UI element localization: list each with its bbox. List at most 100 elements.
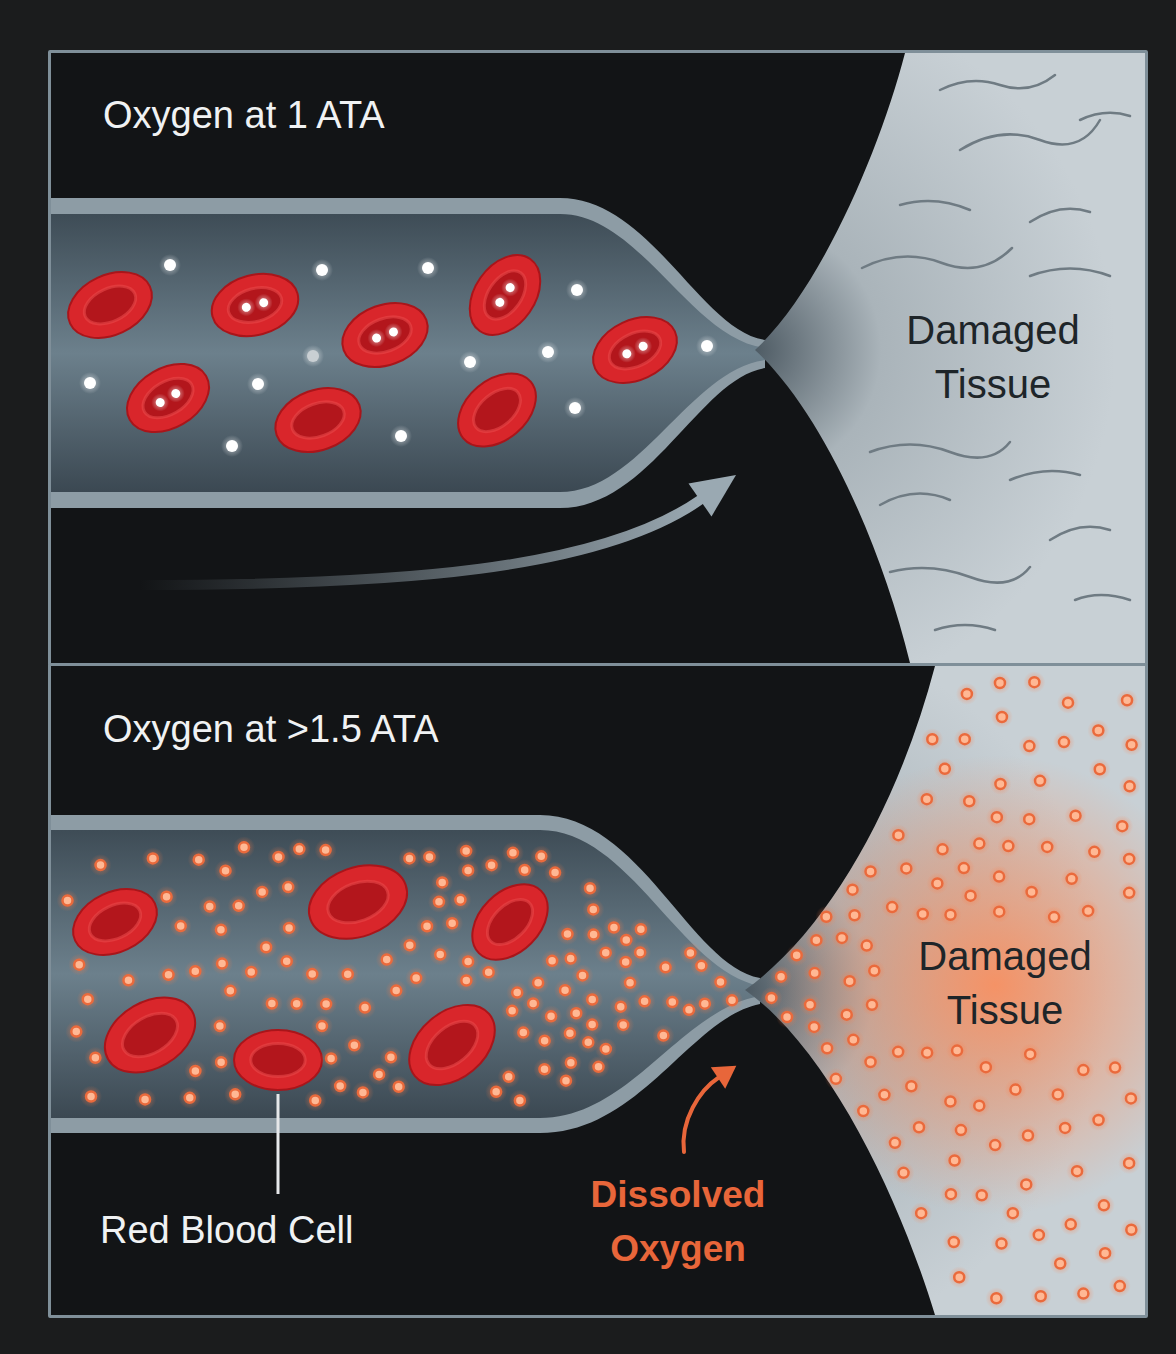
dissolved-oxygen [536,851,546,861]
dissolved-oxygen [294,844,304,854]
dissolved-oxygen [821,912,831,922]
dissolved-oxygen [997,712,1007,722]
dissolved-oxygen [1115,1281,1125,1291]
oxygen-glow [583,924,605,946]
dissolved-oxygen [858,1106,868,1116]
tissue-fiber [940,75,1055,90]
oxygen-glow [844,904,866,926]
tissue-fiber [862,248,1012,268]
dissolved-oxygen [1059,737,1069,747]
tissue-outline [745,666,1145,1315]
dissolved-oxygen [1066,1219,1076,1229]
panel-heading: Oxygen at >1.5 ATA [103,708,439,751]
cell-body [299,852,418,951]
dissolved-oxygen [578,970,588,980]
dissolved-oxygen [684,1005,694,1015]
oxygen-glow [861,994,883,1016]
dissolved-oxygen [822,1043,832,1053]
tissue-fiber [870,442,1010,458]
dissolved-oxygen [86,1092,96,1102]
oxygen-glow [895,857,917,879]
oxygen-glow [975,1056,997,1078]
callout-label: Dissolved Oxygen [553,1168,803,1275]
dissolved-oxygen [587,995,597,1005]
oxygen-glow [554,979,576,1001]
oxygen-glow [825,1068,847,1090]
cell-center [354,310,417,360]
dissolved-oxygen [343,969,353,979]
oxygen-glow [457,859,479,881]
dissolved-oxygen [221,866,231,876]
oxygen-glow [405,967,427,989]
oxygen-glow [235,296,257,318]
oxygen-glow [582,898,604,920]
dissolved-oxygen [866,867,876,877]
dissolved-oxygen [512,988,522,998]
tissue-fiber [890,567,1030,583]
oxygen-glow [329,1075,351,1097]
free-oxygen [464,356,476,368]
dissolved-oxygen [1093,725,1103,735]
free-oxygen [571,284,583,296]
dissolved-oxygen [621,957,631,967]
oxygen-glow [1121,734,1143,756]
dissolved-oxygen [217,959,227,969]
dissolved-oxygen [326,1053,336,1063]
free-oxygen [164,259,176,271]
oxygen-glow [320,1047,342,1069]
oxygen-glow [985,1287,1007,1309]
oxygen-glow [884,1132,906,1154]
red-blood-cell [205,265,306,346]
dissolved-oxygen [1010,1085,1020,1095]
dissolved-oxygen [547,956,557,966]
oxygen-glow [721,989,743,1011]
red-blood-cell [57,259,162,351]
dissolved-oxygen [435,950,445,960]
oxygen-glow [556,923,578,945]
dissolved-oxygen [715,977,725,987]
oxygen-glow [459,351,481,373]
oxygen-glow [1066,1160,1088,1182]
dissolved-oxygen [640,996,650,1006]
dissolved-oxygen [1021,1179,1031,1189]
cell-body [205,265,306,346]
dissolved-oxygen [938,844,948,854]
cell-body [582,304,687,396]
oxygen-glow [68,954,90,976]
dissolved-oxygen [1035,776,1045,786]
oxygen-glow [498,1066,520,1088]
oxygen-glow [997,835,1019,857]
dissolved-oxygen [190,966,200,976]
dissolved-oxygen [310,1095,320,1105]
dissolved-oxygen [267,999,277,1009]
dissolved-oxygen [273,852,283,862]
cell-center [83,896,146,949]
red-blood-cell [115,350,221,446]
dissolved-oxygen [940,764,950,774]
dissolved-oxygen [246,967,256,977]
oxygen-glow [388,1076,410,1098]
dissolved-oxygen [1024,741,1034,751]
oxygen-glow [382,320,405,343]
free-oxygen [226,440,238,452]
dissolved-oxygen [550,868,560,878]
cell-center [322,873,394,930]
oxygen-glow [652,1025,674,1047]
dissolved-oxygen [358,1087,368,1097]
dissolved-oxygen [1042,842,1052,852]
oxygen-glow [224,1083,246,1105]
oxygen-glow [221,435,243,457]
dissolved-oxygen [1072,1166,1082,1176]
oxygen-glow [1047,1083,1069,1105]
oxygen-glow [1036,836,1058,858]
dissolved-oxygen [225,986,235,996]
cell-body [92,982,209,1088]
oxygen-glow [786,944,808,966]
oxygen-glow [1002,1202,1024,1224]
bound-oxygen [621,348,633,360]
oxygen-glow [803,1016,825,1038]
tissue-fiber [900,201,970,210]
tissue-label: Damaged Tissue [880,929,1130,1037]
dissolved-oxygen [966,891,976,901]
part-label: Red Blood Cell [100,1203,353,1258]
